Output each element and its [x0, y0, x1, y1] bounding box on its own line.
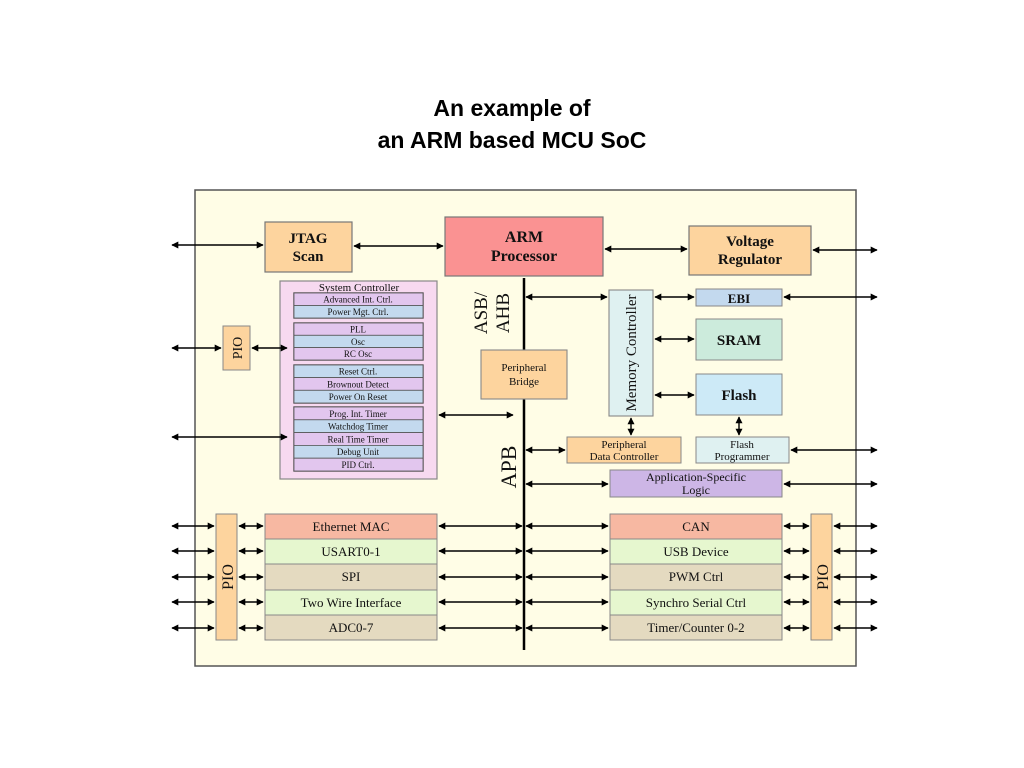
- right-peripherals: CAN USB Device PWM Ctrl Synchro Serial C…: [609, 513, 783, 641]
- periph-two-wire: Two Wire Interface: [301, 595, 402, 610]
- arm-label-2: Processor: [491, 248, 557, 265]
- periph-ethernet-mac: Ethernet MAC: [313, 519, 390, 534]
- title-line-2: an ARM based MCU SoC: [377, 127, 647, 153]
- sc-real-time-timer: Real Time Timer: [327, 434, 388, 444]
- arm-processor-block: ARM Processor: [444, 216, 604, 277]
- arm-label-1: ARM: [505, 229, 543, 246]
- sc-advanced-int-ctrl: Advanced Int. Ctrl.: [323, 295, 392, 305]
- pio-right: PIO: [810, 513, 833, 641]
- jtag-label-2: Scan: [293, 249, 325, 265]
- sram-block: SRAM: [695, 318, 783, 361]
- sram-label: SRAM: [717, 333, 761, 349]
- peripheral-row-arrows: [171, 522, 878, 632]
- sc-debug-unit: Debug Unit: [337, 447, 380, 457]
- voltage-label-1: Voltage: [726, 234, 774, 250]
- system-controller-title: System Controller: [319, 282, 400, 294]
- sc-power-on-reset: Power On Reset: [329, 392, 388, 402]
- pdc-label-1: Peripheral: [601, 439, 646, 451]
- sc-osc: Osc: [351, 337, 365, 347]
- ebi-label: EBI: [728, 291, 750, 306]
- pio-right-label: PIO: [815, 564, 832, 590]
- flash-label: Flash: [721, 388, 757, 404]
- sc-rc-osc: RC Osc: [344, 349, 372, 359]
- bus-asb-label: ASB/: [471, 291, 492, 334]
- flash-block: Flash: [695, 373, 783, 416]
- sc-pll: PLL: [350, 325, 366, 335]
- periph-synchro-serial: Synchro Serial Ctrl: [646, 595, 747, 610]
- voltage-label-2: Regulator: [718, 252, 782, 268]
- peripheral-data-controller: Peripheral Data Controller: [566, 436, 682, 464]
- pio-left-label: PIO: [220, 564, 237, 590]
- periph-can: CAN: [682, 519, 710, 534]
- memory-controller: Memory Controller: [608, 289, 654, 417]
- ebi-block: EBI: [695, 288, 783, 307]
- periph-usart: USART0-1: [321, 544, 380, 559]
- flash-programmer-label-1: Flash: [730, 439, 754, 451]
- app-logic-label-2: Logic: [682, 483, 710, 497]
- application-specific-logic: Application-Specific Logic: [609, 469, 783, 498]
- slide-title: An example of an ARM based MCU SoC: [0, 92, 1024, 156]
- periph-timer-counter: Timer/Counter 0-2: [647, 620, 744, 635]
- periph-pwm-ctrl: PWM Ctrl: [669, 569, 724, 584]
- jtag-scan-block: JTAG Scan: [264, 221, 353, 273]
- flash-programmer-label-2: Programmer: [715, 451, 770, 463]
- system-controller: System Controller Advanced Int. Ctrl. Po…: [279, 280, 438, 480]
- sc-reset-ctrl: Reset Ctrl.: [339, 367, 378, 377]
- jtag-label-1: JTAG: [289, 231, 328, 247]
- sc-watchdog-timer: Watchdog Timer: [328, 422, 388, 432]
- left-peripherals: Ethernet MAC USART0-1 SPI Two Wire Inter…: [264, 513, 438, 641]
- periph-adc: ADC0-7: [329, 620, 374, 635]
- bridge-label-2: Bridge: [509, 376, 539, 388]
- pdc-label-2: Data Controller: [590, 451, 659, 463]
- sc-power-mgt-ctrl: Power Mgt. Ctrl.: [327, 307, 388, 317]
- sc-pid-ctrl: PID Ctrl.: [341, 460, 374, 470]
- pio-small-label: PIO: [231, 337, 246, 360]
- flash-programmer: Flash Programmer: [695, 436, 790, 464]
- bus-apb-label: APB: [496, 446, 521, 489]
- sc-prog-int-timer: Prog. Int. Timer: [329, 409, 387, 419]
- voltage-regulator-block: Voltage Regulator: [688, 225, 812, 276]
- memory-controller-label: Memory Controller: [624, 294, 640, 411]
- bridge-label-1: Peripheral: [501, 362, 546, 374]
- app-logic-label-1: Application-Specific: [646, 470, 746, 484]
- pio-left: PIO: [215, 513, 238, 641]
- title-line-1: An example of: [433, 95, 591, 121]
- pio-small-left: PIO: [222, 325, 251, 371]
- peripheral-bridge: Peripheral Bridge: [480, 349, 568, 400]
- sc-brownout-detect: Brownout Detect: [327, 379, 389, 389]
- bus-ahb-label: AHB: [493, 293, 514, 333]
- periph-usb-device: USB Device: [663, 544, 729, 559]
- periph-spi: SPI: [342, 569, 361, 584]
